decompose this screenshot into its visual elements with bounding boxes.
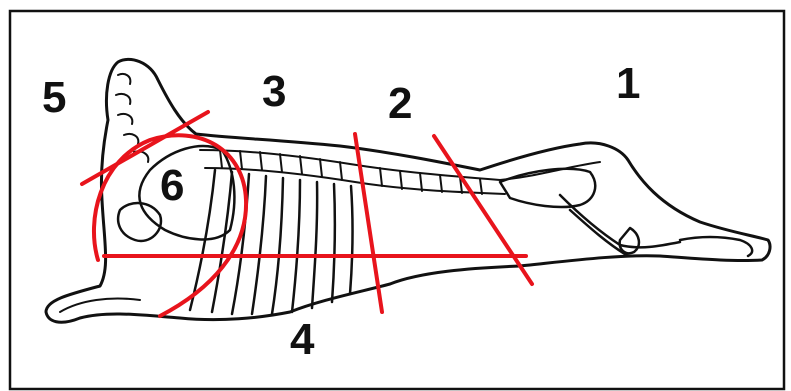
cut-label-3: 3 (262, 70, 286, 114)
diagram-border (10, 11, 784, 389)
cut-label-6: 6 (160, 164, 184, 208)
cut-label-2: 2 (388, 82, 412, 126)
cut-label-1: 1 (616, 62, 640, 106)
cut-label-4: 4 (290, 318, 314, 362)
cut-label-5: 5 (42, 76, 66, 120)
